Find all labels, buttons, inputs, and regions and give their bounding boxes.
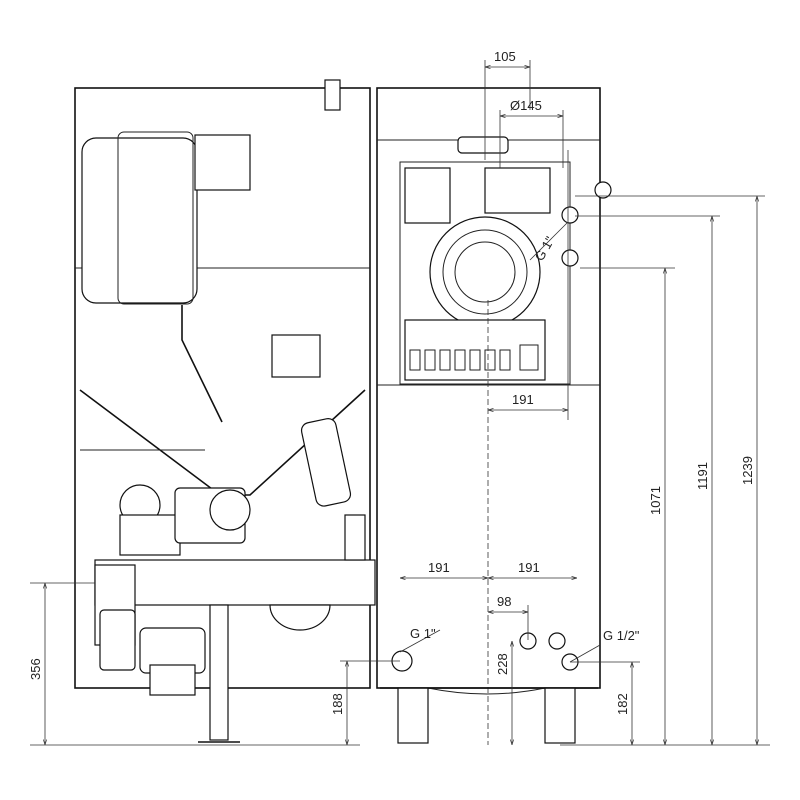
fan [429, 216, 541, 328]
hopper-tank [81, 137, 198, 304]
feeder-tube [94, 559, 376, 606]
dim-flue-diameter: Ø145 [510, 98, 542, 113]
dim-1191: 1191 [695, 462, 710, 490]
dimensions [30, 60, 770, 746]
dim-105: 105 [494, 49, 516, 64]
relay-row [409, 344, 539, 371]
dim-g1-top: G 1" [532, 234, 558, 264]
dim-g1-2-drain: G 1/2" [603, 628, 640, 643]
boiler-body [376, 87, 612, 745]
dim-98: 98 [497, 594, 511, 609]
dim-356: 356 [28, 658, 43, 680]
dim-1071: 1071 [648, 486, 663, 515]
dim-191-mid: 191 [512, 392, 534, 407]
dim-191-right: 191 [518, 560, 540, 575]
dim-228: 228 [495, 653, 510, 675]
dim-182: 182 [615, 693, 630, 715]
hopper-unit [74, 79, 376, 743]
dim-1239: 1239 [740, 456, 755, 485]
dim-g1-return: G 1" [410, 626, 436, 641]
dim-188: 188 [330, 693, 345, 715]
dim-191-left: 191 [428, 560, 450, 575]
